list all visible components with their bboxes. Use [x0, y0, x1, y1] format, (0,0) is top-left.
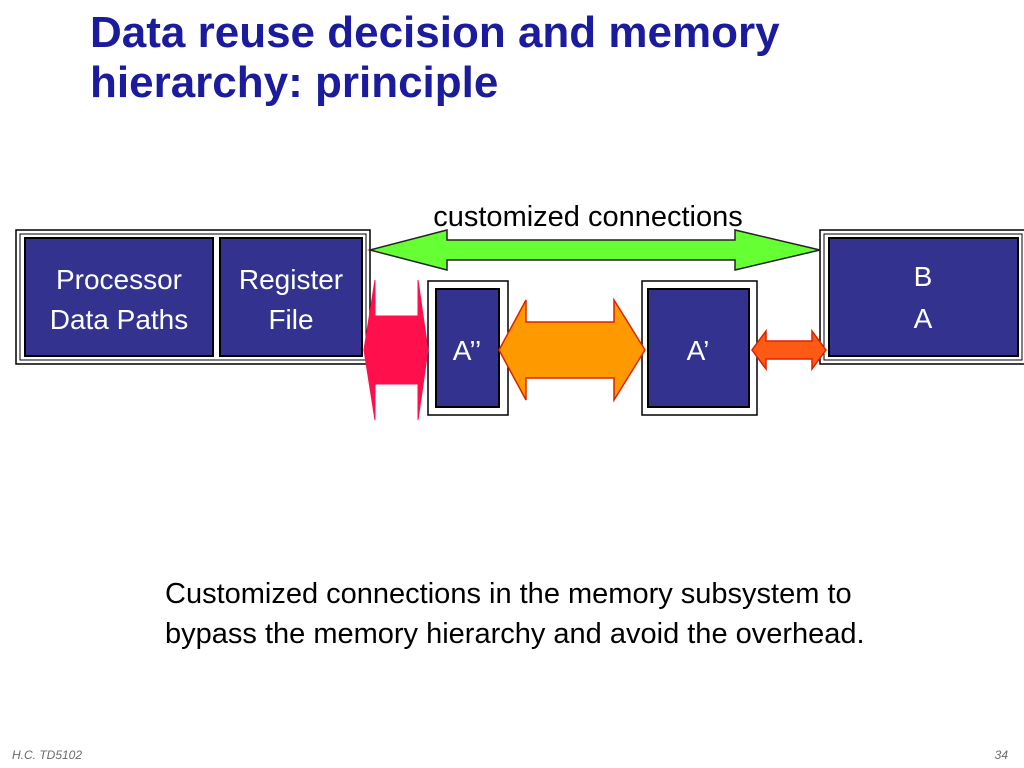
red-double-arrow: [363, 279, 429, 421]
a-prime-label: A’: [687, 335, 710, 366]
title-line-2: hierarchy: principle: [90, 58, 499, 107]
register-file-label-line1: Register: [239, 264, 343, 295]
a-double-prime-label: A’’: [453, 335, 482, 366]
memory-label-b: B: [914, 261, 933, 292]
memory-label-a: A: [914, 303, 933, 334]
customized-connections-label: customized connections: [433, 201, 743, 233]
caption-line-2: bypass the memory hierarchy and avoid th…: [165, 618, 865, 650]
processor-label-line2: Data Paths: [50, 304, 189, 335]
register-file-box: [219, 237, 363, 357]
green-double-arrow: [367, 229, 821, 271]
processor-label-line1: Processor: [56, 264, 182, 295]
memory-b-a-box: [828, 237, 1019, 357]
caption-line-1: Customized connections in the memory sub…: [165, 578, 852, 610]
memory-container-inner: [823, 233, 1023, 361]
processor-data-paths-box: [24, 237, 214, 357]
orange-double-arrow: [498, 297, 646, 403]
a-prime-box: [647, 288, 750, 408]
small-double-arrow: [751, 328, 827, 372]
slide-title: Data reuse decision and memory hierarchy…: [90, 8, 780, 108]
register-file-label-line2: File: [268, 304, 313, 335]
processor-container-inner: [19, 233, 367, 361]
footer-page-number: 34: [994, 748, 1008, 762]
a-double-prime-box: [435, 288, 500, 408]
footer-course-label: H.C. TD5102: [12, 748, 83, 762]
title-line-1: Data reuse decision and memory: [90, 8, 780, 57]
caption: Customized connections in the memory sub…: [165, 574, 1005, 654]
